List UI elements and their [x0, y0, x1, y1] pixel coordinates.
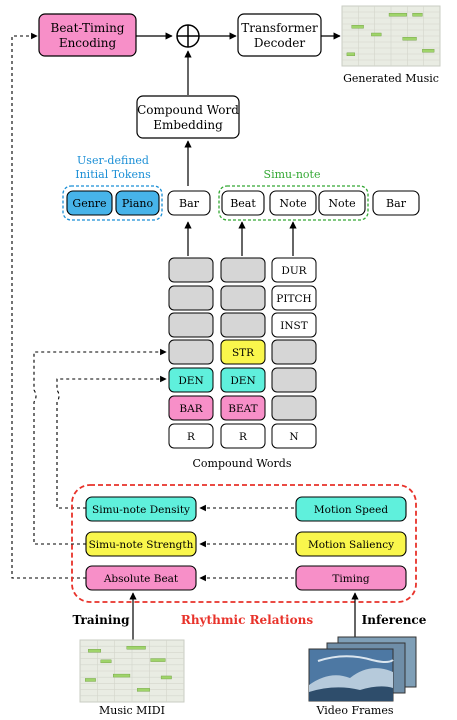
rhythmic-relations-caption: Rhythmic Relations [181, 613, 313, 627]
rhythmic-relations-group [71, 484, 417, 603]
compound-word-embedding-box [136, 95, 240, 139]
token-bar-label: Bar [179, 197, 200, 210]
compound-cell: BAR [168, 395, 214, 421]
compound-cell: DEN [168, 367, 214, 393]
compound-cell: DEN [220, 367, 266, 393]
token-bar-end-label: Bar [386, 197, 407, 210]
compound-cell [220, 312, 266, 338]
motion-speed-box-label: Motion Speed [314, 504, 388, 516]
simu-note-density-box: Simu-note Density [85, 496, 197, 522]
compound-cell [271, 395, 317, 421]
motion-saliency-box: Motion Saliency [295, 531, 407, 557]
compound-cell [168, 339, 214, 365]
simu-note-caption: Simu-note [264, 168, 321, 181]
token-beat-label: Beat [230, 197, 256, 210]
user-defined-group [62, 185, 163, 221]
compound-cell: N [271, 423, 317, 449]
compound-cell [168, 285, 214, 311]
compound-cell: R [168, 423, 214, 449]
compound-cell: DUR [271, 257, 317, 283]
compound-cell [271, 339, 317, 365]
token-beat: Beat [221, 190, 265, 216]
compound-cell [220, 257, 266, 283]
compound-cell-label: BEAT [228, 403, 257, 415]
training-caption: Training [72, 613, 130, 627]
inference-caption: Inference [362, 613, 427, 627]
token-note-1-label: Note [279, 197, 306, 210]
token-note-2-label: Note [328, 197, 355, 210]
music-midi-image [79, 639, 185, 703]
token-genre: Genre [66, 190, 113, 216]
token-bar: Bar [167, 190, 211, 216]
token-piano-label: Piano [122, 197, 154, 210]
compound-cell: INST [271, 312, 317, 338]
timing-box: Timing [295, 565, 407, 591]
video-frames-image [308, 636, 417, 702]
compound-cell-label: PITCH [276, 293, 311, 305]
simu-note-strength-box: Simu-note Strength [85, 531, 197, 557]
music-midi-caption: Music MIDI [99, 704, 165, 717]
token-bar-end: Bar [372, 190, 420, 216]
compound-cell-label: DEN [178, 375, 203, 387]
compound-cell: R [220, 423, 266, 449]
generated-music-image [341, 5, 441, 67]
compound-words-caption: Compound Words [193, 457, 292, 470]
compound-cell-label: STR [232, 347, 255, 359]
compound-cell-label: DEN [230, 375, 255, 387]
motion-saliency-box-label: Motion Saliency [308, 539, 394, 551]
video-frames-caption: Video Frames [316, 704, 394, 717]
token-note-1: Note [269, 190, 317, 216]
compound-cell [220, 285, 266, 311]
absolute-beat-box: Absolute Beat [85, 565, 197, 591]
generated-music-caption: Generated Music [343, 72, 439, 85]
compound-cell [271, 367, 317, 393]
simu-note-group [218, 185, 369, 221]
timing-box-label: Timing [332, 573, 369, 585]
compound-cell-label: BAR [179, 403, 203, 415]
compound-cell: PITCH [271, 285, 317, 311]
compound-cell-label: INST [280, 320, 308, 332]
compound-cell-label: DUR [281, 265, 307, 277]
token-piano: Piano [115, 190, 160, 216]
beat-timing-encoding-box [38, 13, 137, 57]
compound-cell: BEAT [220, 395, 266, 421]
motion-speed-box: Motion Speed [295, 496, 407, 522]
compound-cell [168, 312, 214, 338]
transformer-decoder-box [237, 13, 322, 57]
token-note-2: Note [318, 190, 366, 216]
compound-cell [168, 257, 214, 283]
simu-note-strength-box-label: Simu-note Strength [89, 539, 194, 551]
compound-cell-label: R [187, 431, 196, 443]
compound-cell-label: N [289, 431, 298, 443]
compound-cell-label: R [239, 431, 248, 443]
simu-note-density-box-label: Simu-note Density [92, 504, 190, 516]
token-genre-label: Genre [72, 197, 106, 210]
compound-cell: STR [220, 339, 266, 365]
absolute-beat-box-label: Absolute Beat [103, 573, 179, 585]
